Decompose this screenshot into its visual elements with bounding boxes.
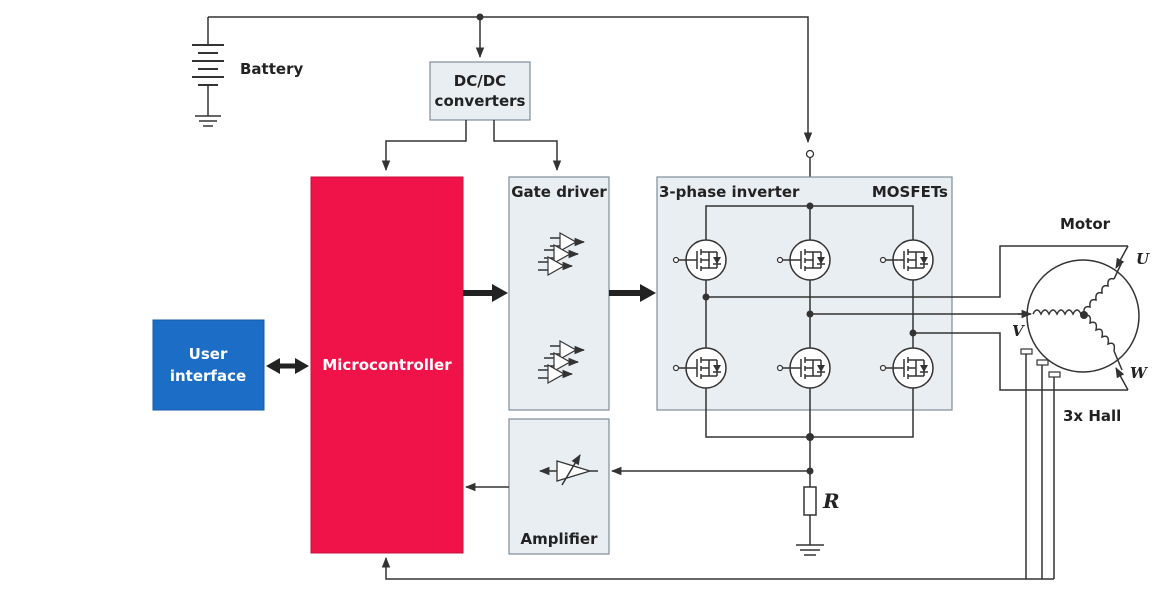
shunt-resistor bbox=[796, 437, 824, 556]
battery-label: Battery bbox=[240, 60, 303, 78]
resistor-label: R bbox=[822, 489, 840, 513]
amplifier-symbol bbox=[538, 454, 598, 486]
gate-driver-label: Gate driver bbox=[511, 183, 607, 201]
inverter-label: 3-phase inverter bbox=[659, 183, 800, 201]
phase-v-label: V bbox=[1012, 322, 1025, 340]
microcontroller-label: Microcontroller bbox=[322, 356, 452, 374]
amplifier-block bbox=[508, 418, 610, 555]
phase-w-label: W bbox=[1130, 364, 1149, 382]
dcdc-outputs bbox=[381, 120, 562, 172]
dcdc-converter-block bbox=[429, 61, 531, 121]
mcu-to-gate-driver-arrow bbox=[463, 284, 508, 302]
user-interface-block bbox=[152, 319, 265, 411]
battery-symbol bbox=[192, 17, 224, 127]
user-interface-label-line1: User bbox=[189, 345, 228, 363]
hall-sensors bbox=[381, 348, 1061, 580]
user-interface-label-line2: interface bbox=[170, 367, 246, 385]
motor-symbol bbox=[1018, 245, 1140, 391]
mosfets-label: MOSFETs bbox=[872, 183, 948, 201]
phase-u-label: U bbox=[1136, 250, 1150, 268]
microcontroller-block bbox=[310, 176, 464, 554]
ui-mcu-link bbox=[266, 358, 309, 374]
hall-label: 3x Hall bbox=[1063, 407, 1121, 425]
motor-label: Motor bbox=[1060, 215, 1111, 233]
amplifier-label: Amplifier bbox=[521, 530, 599, 548]
dcdc-label-line1: DC/DC bbox=[454, 72, 506, 90]
dcdc-label-line2: converters bbox=[435, 92, 526, 110]
phase-wires bbox=[706, 245, 1128, 391]
gate-driver-to-inverter-arrow bbox=[609, 284, 656, 302]
